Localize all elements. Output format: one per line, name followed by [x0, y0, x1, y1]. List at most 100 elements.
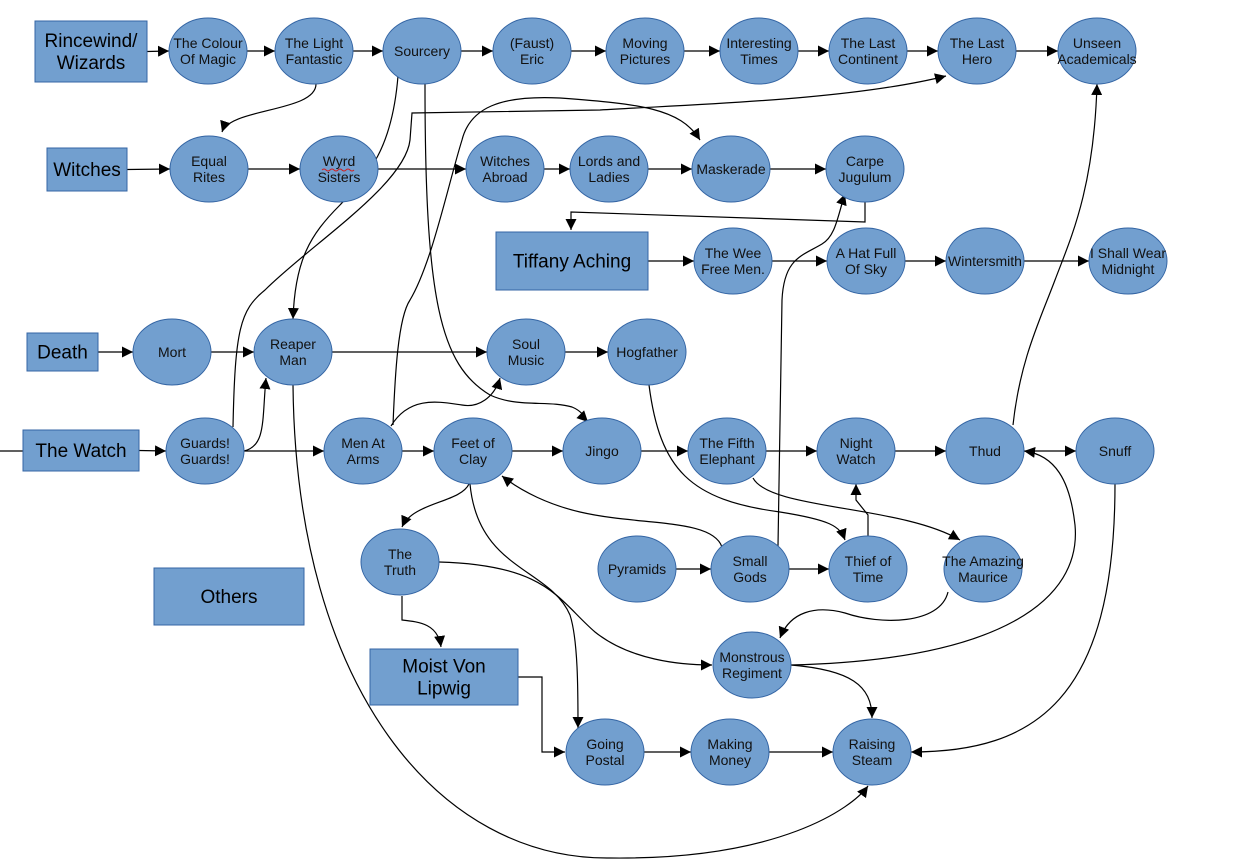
group-box-g_tiffany[interactable]: Tiffany Aching [495, 231, 649, 291]
book-guards-label-line-2: Guards! [180, 451, 230, 467]
book-truth-label-line-1: The [388, 546, 412, 562]
book-raising-label-line-2: Steam [852, 752, 892, 768]
book-node-shape-maskerade [691, 135, 771, 203]
edge-snuff-to-raising [910, 483, 1116, 758]
edge-feet-to-truth [401, 483, 470, 528]
edge-sourcery-to-reaper [287, 75, 399, 320]
book-wyrd-label-line-2: Sisters [318, 169, 361, 185]
book-pyramids-label-line-1: Pyramids [608, 561, 666, 577]
group-box-g_witches[interactable]: Witches [46, 147, 128, 192]
edge-monstrous-to-raising [790, 664, 878, 719]
group-box-shape-g_moist [369, 648, 519, 706]
edge-truth-to-g_moist [401, 596, 446, 648]
book-sourcery-label-line-1: Sourcery [394, 43, 450, 59]
book-colour-label-line-1: The Colour [173, 35, 243, 51]
book-node-shape-colour [168, 17, 248, 85]
book-node-maskerade[interactable]: Maskerade [691, 135, 771, 203]
book-node-snuff[interactable]: Snuff [1075, 417, 1155, 485]
book-abroad-label-line-1: Witches [480, 153, 530, 169]
book-node-mort[interactable]: Mort [132, 318, 212, 386]
group-g_witches-label-line-1: Witches [53, 160, 121, 181]
book-wee-label-line-2: Free Men. [701, 261, 765, 277]
book-abroad-label-line-2: Abroad [482, 169, 527, 185]
edges-layer [0, 45, 1116, 859]
book-node-eric[interactable]: (Faust)Eric [492, 17, 572, 85]
book-interesting-label-line-2: Times [740, 51, 778, 67]
book-winter-label-line-1: Wintersmith [948, 253, 1022, 269]
edge-feet-to-going [469, 483, 584, 729]
book-node-shape-unseen [1057, 17, 1137, 85]
book-node-shape-mort [132, 318, 212, 386]
edge-g_watch-to-guards [138, 445, 167, 457]
book-node-thud[interactable]: Thud [945, 417, 1025, 485]
book-night-label-line-1: Night [840, 435, 873, 451]
book-node-shape-hero [937, 17, 1017, 85]
book-node-jingo[interactable]: Jingo [562, 417, 642, 485]
group-box-g_watch[interactable]: The Watch [22, 429, 140, 472]
book-node-shape-going [565, 718, 645, 786]
book-node-hogfather[interactable]: Hogfather [607, 318, 687, 386]
book-small-label-line-1: Small [732, 553, 767, 569]
group-g_watch-label-line-1: The Watch [35, 441, 126, 462]
book-node-guards[interactable]: Guards!Guards! [165, 417, 245, 485]
book-small-label-line-2: Gods [733, 569, 766, 585]
book-carpe-label-line-2: Jugulum [839, 169, 892, 185]
edge-g_wizards-to-colour [146, 45, 170, 57]
book-node-winter[interactable]: Wintersmith [945, 227, 1025, 295]
book-node-shape-pyramids [597, 535, 677, 603]
book-node-sourcery[interactable]: Sourcery [382, 17, 462, 85]
book-node-shape-abroad [465, 135, 545, 203]
book-node-shape-truth [360, 528, 440, 596]
book-node-shape-equal [169, 135, 249, 203]
book-node-shape-eric [492, 17, 572, 85]
group-box-g_others[interactable]: Others [153, 567, 305, 626]
edge-thief-to-night [850, 484, 869, 536]
group-box-shape-g_wizards [34, 20, 148, 83]
edge-monstrous-to-thud [790, 446, 1076, 666]
book-node-pyramids[interactable]: Pyramids [597, 535, 677, 603]
group-box-g_death[interactable]: Death [26, 332, 99, 372]
group-box-shape-g_watch [22, 429, 140, 472]
book-soul-label-line-2: Music [508, 352, 545, 368]
book-fifth-label-line-2: Elephant [699, 451, 754, 467]
book-reaper-label-line-1: Reaper [270, 336, 316, 352]
book-node-shape-maurice [943, 535, 1023, 603]
group-box-g_wizards[interactable]: Rincewind/Wizards [34, 20, 148, 83]
book-thief-label-line-1: Thief of [845, 553, 892, 569]
book-interesting-label-line-1: Interesting [726, 35, 791, 51]
book-node-shape-hat [826, 227, 906, 295]
group-g_wizards-label-line-1: Rincewind/ [45, 31, 139, 52]
